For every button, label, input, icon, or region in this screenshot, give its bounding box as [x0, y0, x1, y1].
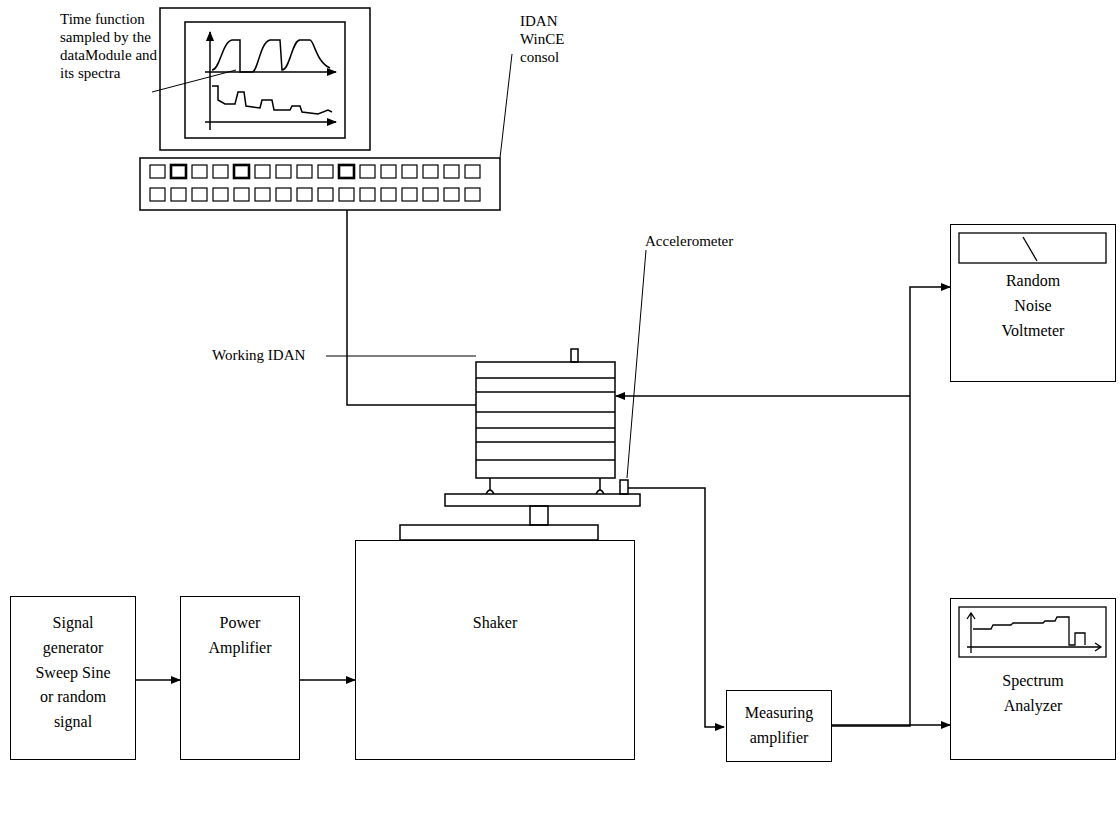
meter-dial [951, 225, 1117, 305]
mounting-plate [445, 494, 640, 506]
leader-line [152, 70, 236, 92]
signal-generator-box: Signal generator Sweep Sine or random si… [10, 596, 136, 760]
signal-arrow [136, 679, 180, 681]
leader-line [627, 250, 646, 478]
time-waveform [212, 40, 330, 72]
accelerometer [620, 480, 628, 494]
sensor-cable [628, 488, 724, 727]
voltmeter-box: Random Noise Voltmeter [950, 224, 1116, 382]
data-cable [347, 210, 476, 405]
idan-stack [476, 362, 615, 478]
box-label: Random Noise Voltmeter [992, 269, 1074, 343]
power-amplifier-box: Power Amplifier [180, 596, 300, 760]
signal-arrow [832, 724, 950, 726]
monitor-frame [160, 8, 370, 150]
shaker-stem [530, 506, 548, 525]
shaker-box: Shaker [355, 540, 635, 760]
spectrum-analyzer-box: Spectrum Analyzer [950, 598, 1116, 760]
shaker-table [400, 525, 598, 540]
signal-arrow [832, 287, 950, 726]
signal-branch [616, 395, 910, 397]
signal-arrow [300, 679, 355, 681]
leader-line [500, 54, 512, 158]
spectrum-display [951, 599, 1117, 679]
keys [150, 165, 480, 201]
leader-line [326, 356, 476, 357]
box-label: Measuring amplifier [731, 701, 827, 751]
callout-label: Time function sampled by the dataModule … [60, 10, 160, 82]
idan-knob [571, 349, 578, 362]
box-label: Signal generator Sweep Sine or random si… [27, 611, 119, 735]
keyboard [140, 158, 500, 210]
monitor-screen [185, 22, 345, 138]
idan-feet [486, 478, 604, 494]
box-label: Spectrum Analyzer [992, 669, 1074, 719]
callout-label: Working IDAN [212, 346, 324, 364]
measuring-amplifier-box: Measuring amplifier [726, 690, 832, 762]
spectrum-trace [212, 86, 332, 114]
box-label: Power Amplifier [198, 611, 282, 661]
box-label: Shaker [473, 611, 517, 636]
callout-label: IDAN WinCE consol [520, 12, 602, 66]
callout-label: Accelerometer [645, 232, 749, 250]
